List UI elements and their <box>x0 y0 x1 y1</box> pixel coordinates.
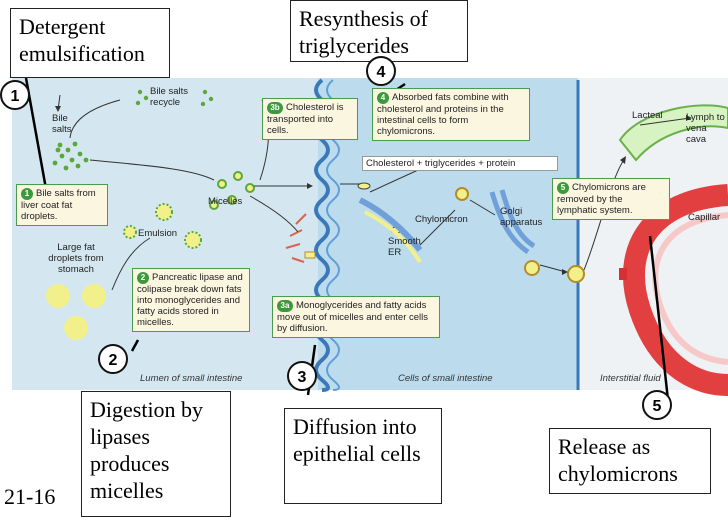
label-bile-salts: Bile salts <box>52 113 72 135</box>
marker-5: 5 <box>642 390 672 420</box>
capillary-plug <box>619 268 627 280</box>
note-step-3a-text: Monoglycerides and fatty acids move out … <box>277 300 429 334</box>
micelles-group <box>209 171 255 210</box>
marker-4: 4 <box>366 56 396 86</box>
golgi <box>489 191 530 255</box>
slide-number: 21-16 <box>4 484 56 509</box>
step-badge-1: 1 <box>21 188 33 200</box>
region-interstitial: Interstitial fluid <box>600 373 661 384</box>
note-step-5-text: Chylomicrons are removed by the lymphati… <box>557 182 646 216</box>
bile-salts-dots <box>52 89 214 171</box>
callout-detergent-emulsification: Detergent emulsification <box>10 8 170 78</box>
label-large-fat: Large fat droplets from stomach <box>48 242 104 275</box>
label-emulsion: Emulsion <box>138 228 178 239</box>
callout-resynthesis-triglycerides: Resynthesis of triglycerides <box>290 0 468 62</box>
callout-digestion-lipases: Digestion by lipases produces micelles <box>81 391 231 517</box>
region-lumen: Lumen of small intestine <box>140 373 243 384</box>
region-cells: Cells of small intestine <box>398 373 493 384</box>
smooth-er <box>358 197 423 252</box>
note-step-4-text: Absorbed fats combine with cholesterol a… <box>377 92 509 137</box>
label-lacteal: Lacteal <box>632 110 663 121</box>
label-chylomicron: Chylomicron <box>415 214 468 225</box>
label-bile-salts-recycle: Bile salts recycle <box>150 86 189 108</box>
note-step-1-text: Bile salts from liver coat fat droplets. <box>21 188 96 222</box>
emulsion-group <box>123 203 202 249</box>
capillary <box>623 184 728 396</box>
large-fat-droplets <box>46 284 106 340</box>
label-chol-tri-protein: Cholesterol + triglycerides + protein <box>362 156 558 171</box>
note-step-3b-text: Cholesterol is transported into cells. <box>267 102 344 136</box>
marker-1: 1 <box>0 80 30 110</box>
note-step-2-text: Pancreatic lipase and colipase break dow… <box>137 272 243 328</box>
label-golgi: Golgi apparatus <box>500 206 543 228</box>
step-badge-5: 5 <box>557 182 569 194</box>
step-badge-3b: 3b <box>267 102 283 114</box>
label-micelles: Micelles <box>208 196 243 207</box>
label-lymph: Lymph to vena cava <box>686 112 725 145</box>
step-badge-3a: 3a <box>277 300 293 312</box>
lacteal <box>618 104 728 162</box>
marker-3: 3 <box>287 361 317 391</box>
marker-2: 2 <box>98 344 128 374</box>
fatty-acid-marks <box>285 213 307 263</box>
step-badge-4: 4 <box>377 92 389 104</box>
leader-2 <box>130 339 140 352</box>
step-badge-2: 2 <box>137 272 149 284</box>
callout-release-chylomicrons: Release as chylomicrons <box>549 428 711 494</box>
callout-diffusion-epithelial: Diffusion into epithelial cells <box>284 408 442 504</box>
leader-5 <box>648 235 670 401</box>
label-capillary: Capillar <box>688 212 721 223</box>
leader-1 <box>24 77 50 201</box>
label-smooth-er: Smooth ER <box>388 236 421 258</box>
